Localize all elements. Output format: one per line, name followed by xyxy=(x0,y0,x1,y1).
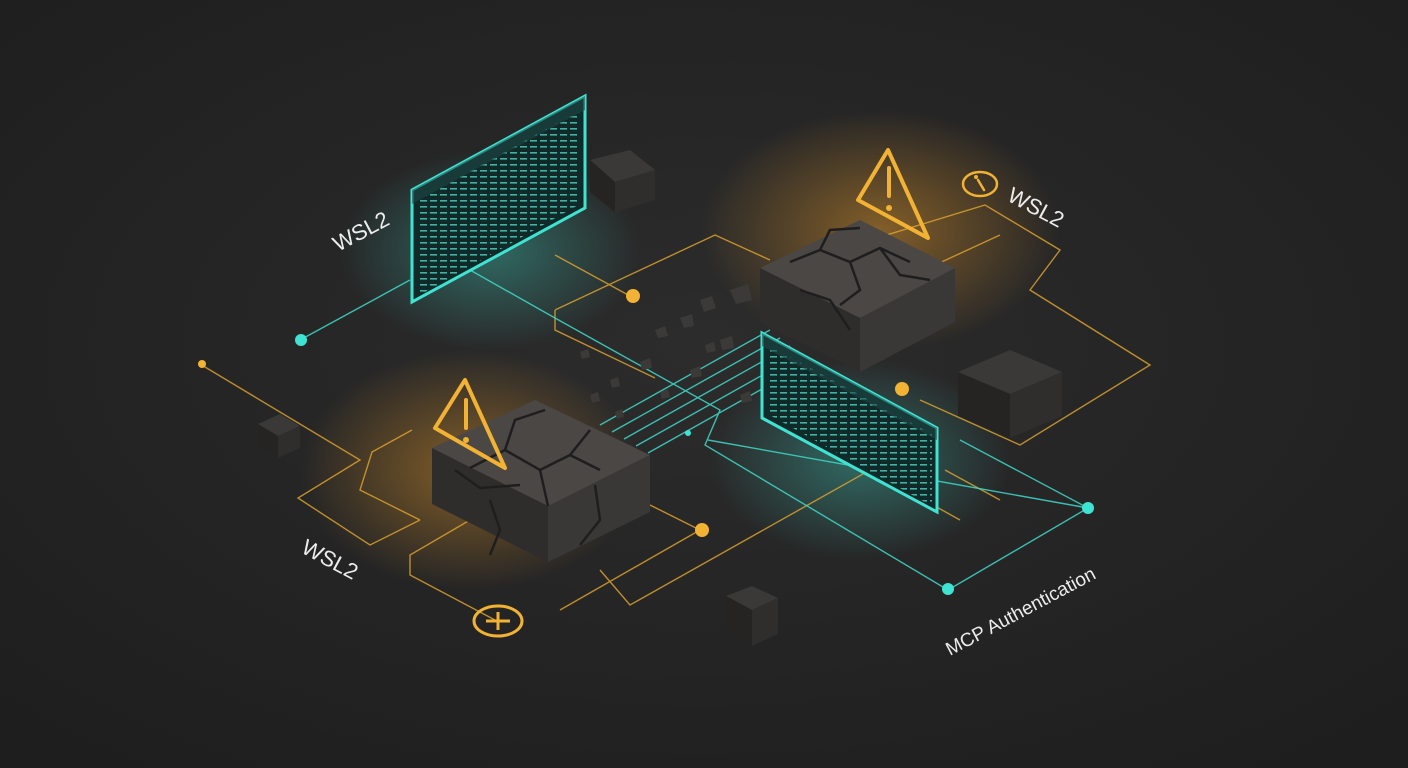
amber-connectors xyxy=(199,204,1152,621)
cube-top-center xyxy=(590,150,655,212)
warning-triangle-icon xyxy=(856,148,930,240)
node-dot xyxy=(198,360,206,368)
node-dots xyxy=(198,289,1094,595)
node-dot xyxy=(295,334,307,346)
info-circle-icon xyxy=(961,170,999,198)
node-dot xyxy=(685,430,691,436)
node-dot xyxy=(626,289,640,303)
node-dot xyxy=(895,382,909,396)
node-dot xyxy=(1082,502,1094,514)
node-dot xyxy=(695,523,709,537)
cube-bottom xyxy=(726,586,778,646)
plus-circle-icon xyxy=(472,604,524,638)
terminal-panel-bottom xyxy=(760,330,939,515)
terminal-panel-top xyxy=(410,93,587,305)
cube-right xyxy=(958,350,1062,438)
warning-triangle-icon xyxy=(433,378,507,470)
node-dot xyxy=(942,583,954,595)
cracked-block-right xyxy=(760,220,955,372)
cube-left xyxy=(258,414,300,458)
